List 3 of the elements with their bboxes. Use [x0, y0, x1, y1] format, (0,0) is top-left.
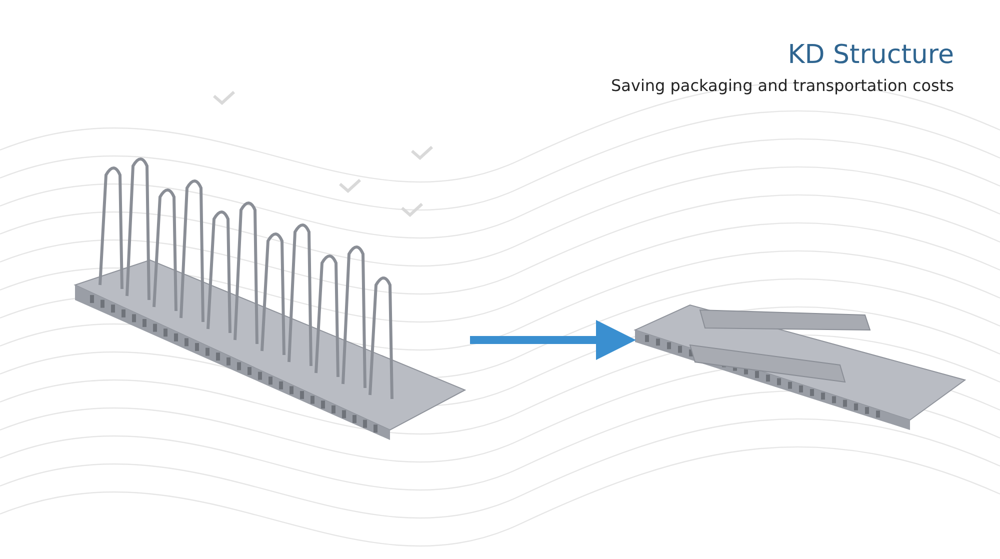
subtitle: Saving packaging and transportation costs — [611, 76, 954, 95]
title: KD Structure — [788, 40, 954, 70]
arrow — [470, 320, 636, 360]
